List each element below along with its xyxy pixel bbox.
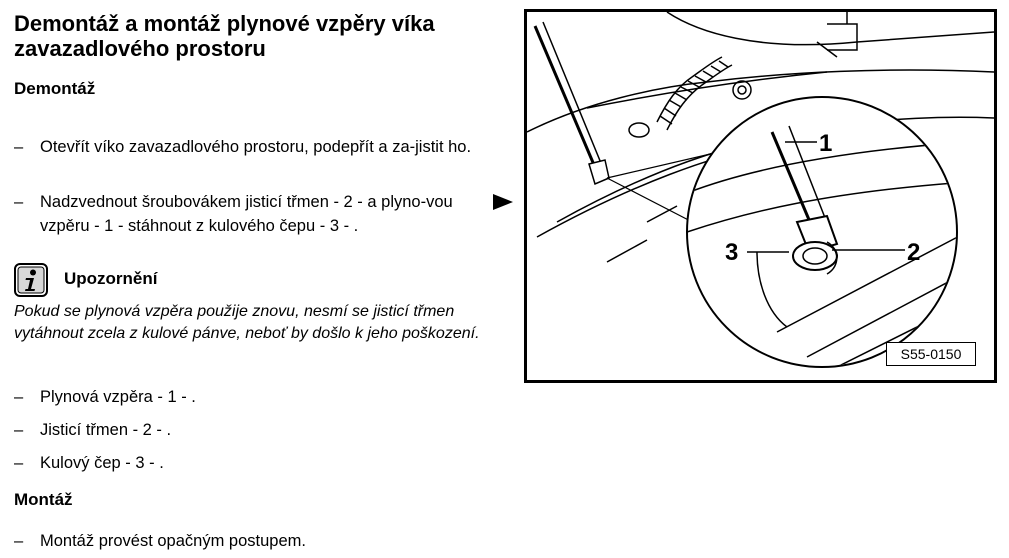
installation-heading: Montáž <box>14 490 73 509</box>
illustration-figure: 1 2 3 S55-0150 <box>524 9 997 383</box>
figure-code: S55-0150 <box>886 342 976 366</box>
dash-bullet: – <box>14 421 24 439</box>
legend-item-1-text: Plynová vzpěra - 1 - . <box>40 388 196 406</box>
note-text: Pokud se plynová vzpěra použije znovu, n… <box>14 303 480 342</box>
dash-bullet: – <box>14 193 24 211</box>
removal-step-2: – Nadzvednout šroubovákem jisticí třmen … <box>14 190 490 238</box>
installation-step-1: – Montáž provést opačným postupem. <box>14 529 490 553</box>
arrow-right-icon <box>493 194 513 210</box>
dash-bullet: – <box>14 388 24 406</box>
callout-3: 3 <box>725 239 738 266</box>
legend-item-3: – Kulový čep - 3 - . <box>14 451 490 475</box>
legend-item-1: – Plynová vzpěra - 1 - . <box>14 385 490 409</box>
dash-bullet: – <box>14 138 24 156</box>
info-icon <box>14 263 48 297</box>
legend-item-2: – Jisticí třmen - 2 - . <box>14 418 490 442</box>
legend-item-2-text: Jisticí třmen - 2 - . <box>40 421 172 439</box>
removal-heading: Demontáž <box>14 79 96 98</box>
installation-step-1-text: Montáž provést opačným postupem. <box>40 532 306 550</box>
removal-step-1-text: Otevřít víko zavazadlového prostoru, pod… <box>40 138 472 156</box>
note-label: Upozornění <box>64 269 158 288</box>
removal-step-1: – Otevřít víko zavazadlového prostoru, p… <box>14 135 490 159</box>
page-title: Demontáž a montáž plynové vzpěry víka za… <box>14 11 435 61</box>
dash-bullet: – <box>14 454 24 472</box>
callout-1: 1 <box>819 130 832 157</box>
legend-item-3-text: Kulový čep - 3 - . <box>40 454 164 472</box>
dash-bullet: – <box>14 532 24 550</box>
callout-2: 2 <box>907 239 920 266</box>
removal-step-2-text: Nadzvednout šroubovákem jisticí třmen - … <box>40 193 453 235</box>
strut-illustration: 1 2 3 <box>527 12 994 368</box>
